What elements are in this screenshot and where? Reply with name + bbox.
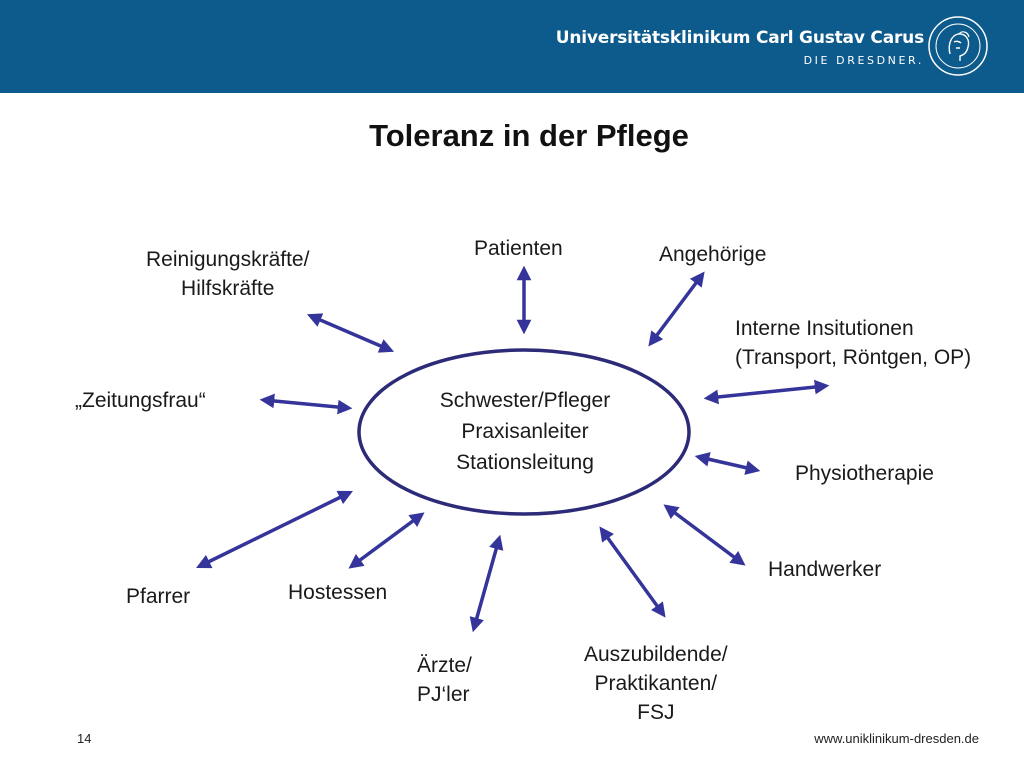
page-number: 14 (77, 731, 92, 746)
arrow-zeitungsfrau (259, 393, 353, 415)
node-physio: Physiotherapie (795, 462, 934, 485)
page-title: Toleranz in der Pflege (369, 118, 689, 153)
node-pfarrer: Pfarrer (126, 585, 191, 608)
center-roles: Schwester/Pfleger Praxisanleiter Station… (439, 389, 611, 474)
node-patienten: Patienten (474, 237, 563, 260)
arrow-reinigung (306, 313, 395, 353)
footer-url: www.uniklinikum-dresden.de (814, 731, 979, 746)
node-handwerker: Handwerker (768, 558, 882, 581)
header-bar: Universitätsklinikum Carl Gustav Carus D… (0, 0, 1024, 93)
node-aerzte: Ärzte/ PJ‘ler (417, 654, 472, 706)
node-zeitungsfrau: „Zeitungsfrau“ (75, 389, 206, 412)
arrow-interne (703, 379, 830, 405)
institution-tagline: DIE DRESDNER. (803, 54, 924, 67)
arrow-pfarrer (196, 490, 353, 569)
node-reinigung: Reinigungskräfte/ Hilfskräfte (146, 248, 310, 300)
node-hostessen: Hostessen (288, 581, 388, 604)
institution-name: Universitätsklinikum Carl Gustav Carus (555, 28, 924, 48)
arrows (196, 265, 830, 633)
arrow-aerzte (469, 534, 504, 633)
arrow-angehoerige (648, 271, 705, 347)
arrow-handwerker (663, 504, 746, 566)
arrow-physio (694, 452, 761, 475)
node-interne: Interne Insitutionen (Transport, Röntgen… (735, 317, 972, 369)
center-ellipse (357, 348, 691, 516)
node-angehoerige: Angehörige (659, 243, 767, 266)
node-auszubildende: Auszubildende/ Praktikanten/ FSJ (584, 643, 728, 724)
arrow-auszubildende (599, 526, 666, 618)
arrow-hostessen (348, 512, 425, 569)
carus-seal-logo (928, 16, 988, 76)
